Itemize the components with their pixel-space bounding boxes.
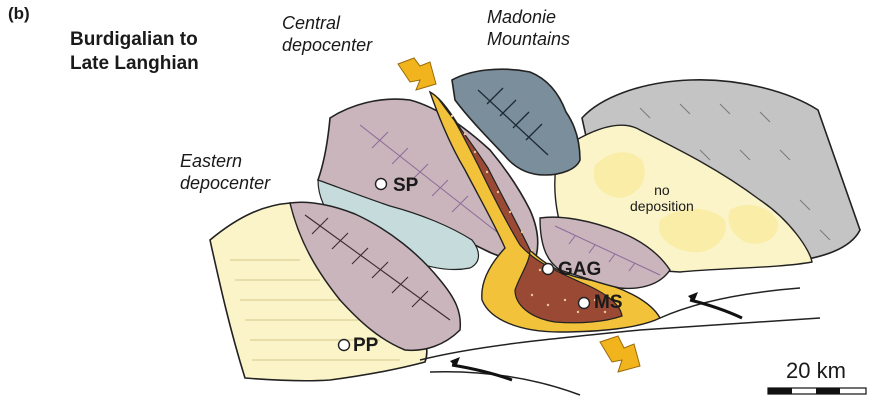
site-label-sp: SP: [393, 175, 418, 197]
madonie-mountains-label: Madonie Mountains: [487, 6, 570, 50]
site-marker-ms: [579, 298, 590, 309]
site-marker-sp: [376, 179, 387, 190]
site-marker-pp: [339, 340, 350, 351]
site-label-pp: PP: [353, 335, 378, 357]
inflow-arrow: [398, 58, 436, 90]
panel-label: (b): [8, 4, 30, 24]
site-label-ms: MS: [594, 292, 623, 314]
central-depocenter-label: Central depocenter: [282, 12, 372, 56]
eastern-depocenter-label: Eastern depocenter: [180, 150, 270, 194]
site-label-gag: GAG: [558, 259, 601, 281]
diagram-title: Burdigalian to Late Langhian: [70, 28, 199, 76]
outflow-arrow: [600, 336, 640, 372]
scale-bar-label: 20 km: [786, 358, 846, 384]
scale-bar: [768, 388, 866, 394]
site-marker-gag: [543, 264, 554, 275]
no-deposition-label: no deposition: [630, 182, 694, 214]
